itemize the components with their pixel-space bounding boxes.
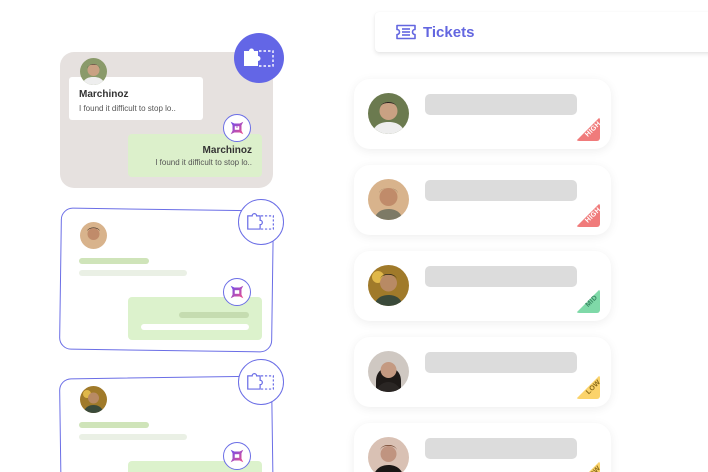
puzzle-icon [238,359,284,405]
avatar [368,179,409,220]
ticket-title-placeholder [425,352,577,373]
puzzle-icon [238,199,284,245]
ticket-card[interactable]: LOW [354,337,611,407]
tickets-title: Tickets [423,23,475,41]
priority-badge: MID [576,289,600,313]
avatar [368,351,409,392]
brand-logo-icon [223,442,251,470]
priority-badge: HIGH [576,203,602,227]
ticket-card[interactable]: LOW [354,423,611,472]
ticket-card[interactable]: HIGH [354,165,611,235]
priority-badge: HIGH [576,117,602,141]
message-text: I found it difficult to stop lo.. [79,104,176,113]
avatar [80,58,107,85]
ticket-title-placeholder [425,94,577,115]
avatar [368,93,409,134]
puzzle-icon [234,33,284,83]
sender-name: Marchinoz [202,145,252,156]
text-placeholder [79,422,149,428]
text-placeholder [79,270,187,276]
outgoing-message [128,461,262,472]
ticket-icon [396,24,416,40]
text-placeholder [141,324,249,330]
brand-logo-icon [223,278,251,306]
tickets-header[interactable]: Tickets [375,12,708,52]
avatar [80,386,107,413]
ticket-title-placeholder [425,180,577,201]
priority-badge: LOW [576,461,602,472]
text-placeholder [79,434,187,440]
ticket-card[interactable]: MID [354,251,611,321]
ticket-title-placeholder [425,438,577,459]
text-placeholder [79,258,149,264]
avatar [80,222,107,249]
ticket-card[interactable]: HIGH [354,79,611,149]
brand-logo-icon [223,114,251,142]
avatar [368,265,409,306]
sender-name: Marchinoz [79,89,129,100]
priority-badge: LOW [576,375,602,399]
text-placeholder [179,312,249,318]
message-text: I found it difficult to stop lo.. [155,158,252,167]
avatar [368,437,409,472]
ticket-title-placeholder [425,266,577,287]
